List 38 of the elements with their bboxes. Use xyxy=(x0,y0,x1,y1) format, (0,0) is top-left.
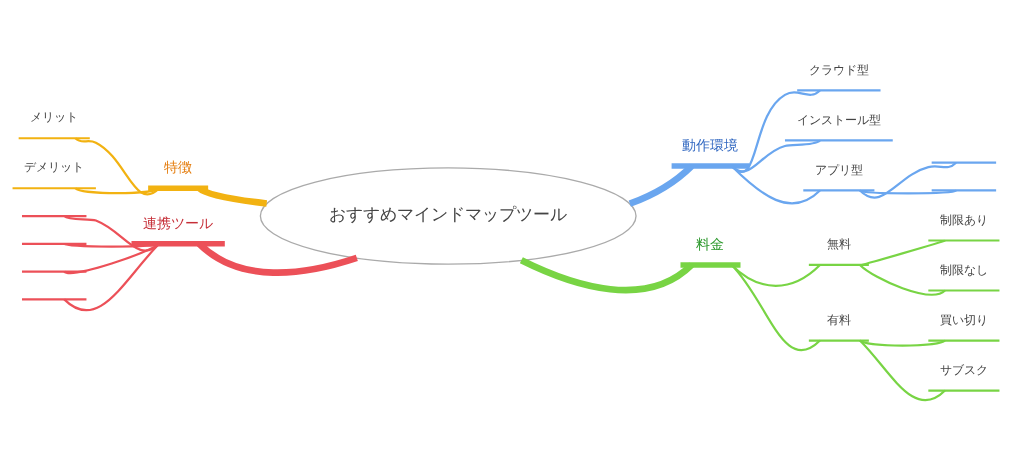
connector xyxy=(859,239,946,267)
connector xyxy=(74,137,160,196)
connector xyxy=(859,264,946,296)
connector xyxy=(63,215,160,252)
connector xyxy=(74,187,160,195)
connector xyxy=(63,242,160,248)
connector xyxy=(859,189,957,195)
connector xyxy=(859,161,957,199)
node-text: 制限あり xyxy=(939,212,988,227)
node-line xyxy=(22,270,87,273)
node-line xyxy=(22,298,87,301)
connector xyxy=(730,165,821,205)
node-text: 動作環境 xyxy=(682,136,739,153)
connector xyxy=(63,242,160,274)
node-text: クラウド型 xyxy=(808,62,869,77)
connector xyxy=(197,185,268,207)
connector xyxy=(859,339,946,402)
node-text: 特徴 xyxy=(164,159,193,176)
node-text: メリット xyxy=(30,110,79,125)
connector xyxy=(730,264,821,352)
node-text: 料金 xyxy=(696,235,725,252)
node-line xyxy=(22,242,87,245)
connector xyxy=(519,257,694,294)
node-line xyxy=(22,214,87,218)
node-text: インストール型 xyxy=(796,112,881,127)
node-line xyxy=(931,161,997,164)
node-text: サブスク xyxy=(939,362,988,377)
node-text: 連携ツール xyxy=(143,214,214,231)
connector xyxy=(63,243,161,312)
node-text: デメリット xyxy=(24,160,85,175)
node-line xyxy=(931,189,997,192)
node-text: 制限なし xyxy=(939,262,988,277)
connector xyxy=(859,339,946,347)
node-text: 買い切り xyxy=(939,312,988,327)
node-text: 無料 xyxy=(826,237,851,252)
node-text: アプリ型 xyxy=(814,162,863,177)
node-text: 有料 xyxy=(826,312,851,327)
node-ellipse: おすすめマインドマップツール xyxy=(259,167,637,265)
